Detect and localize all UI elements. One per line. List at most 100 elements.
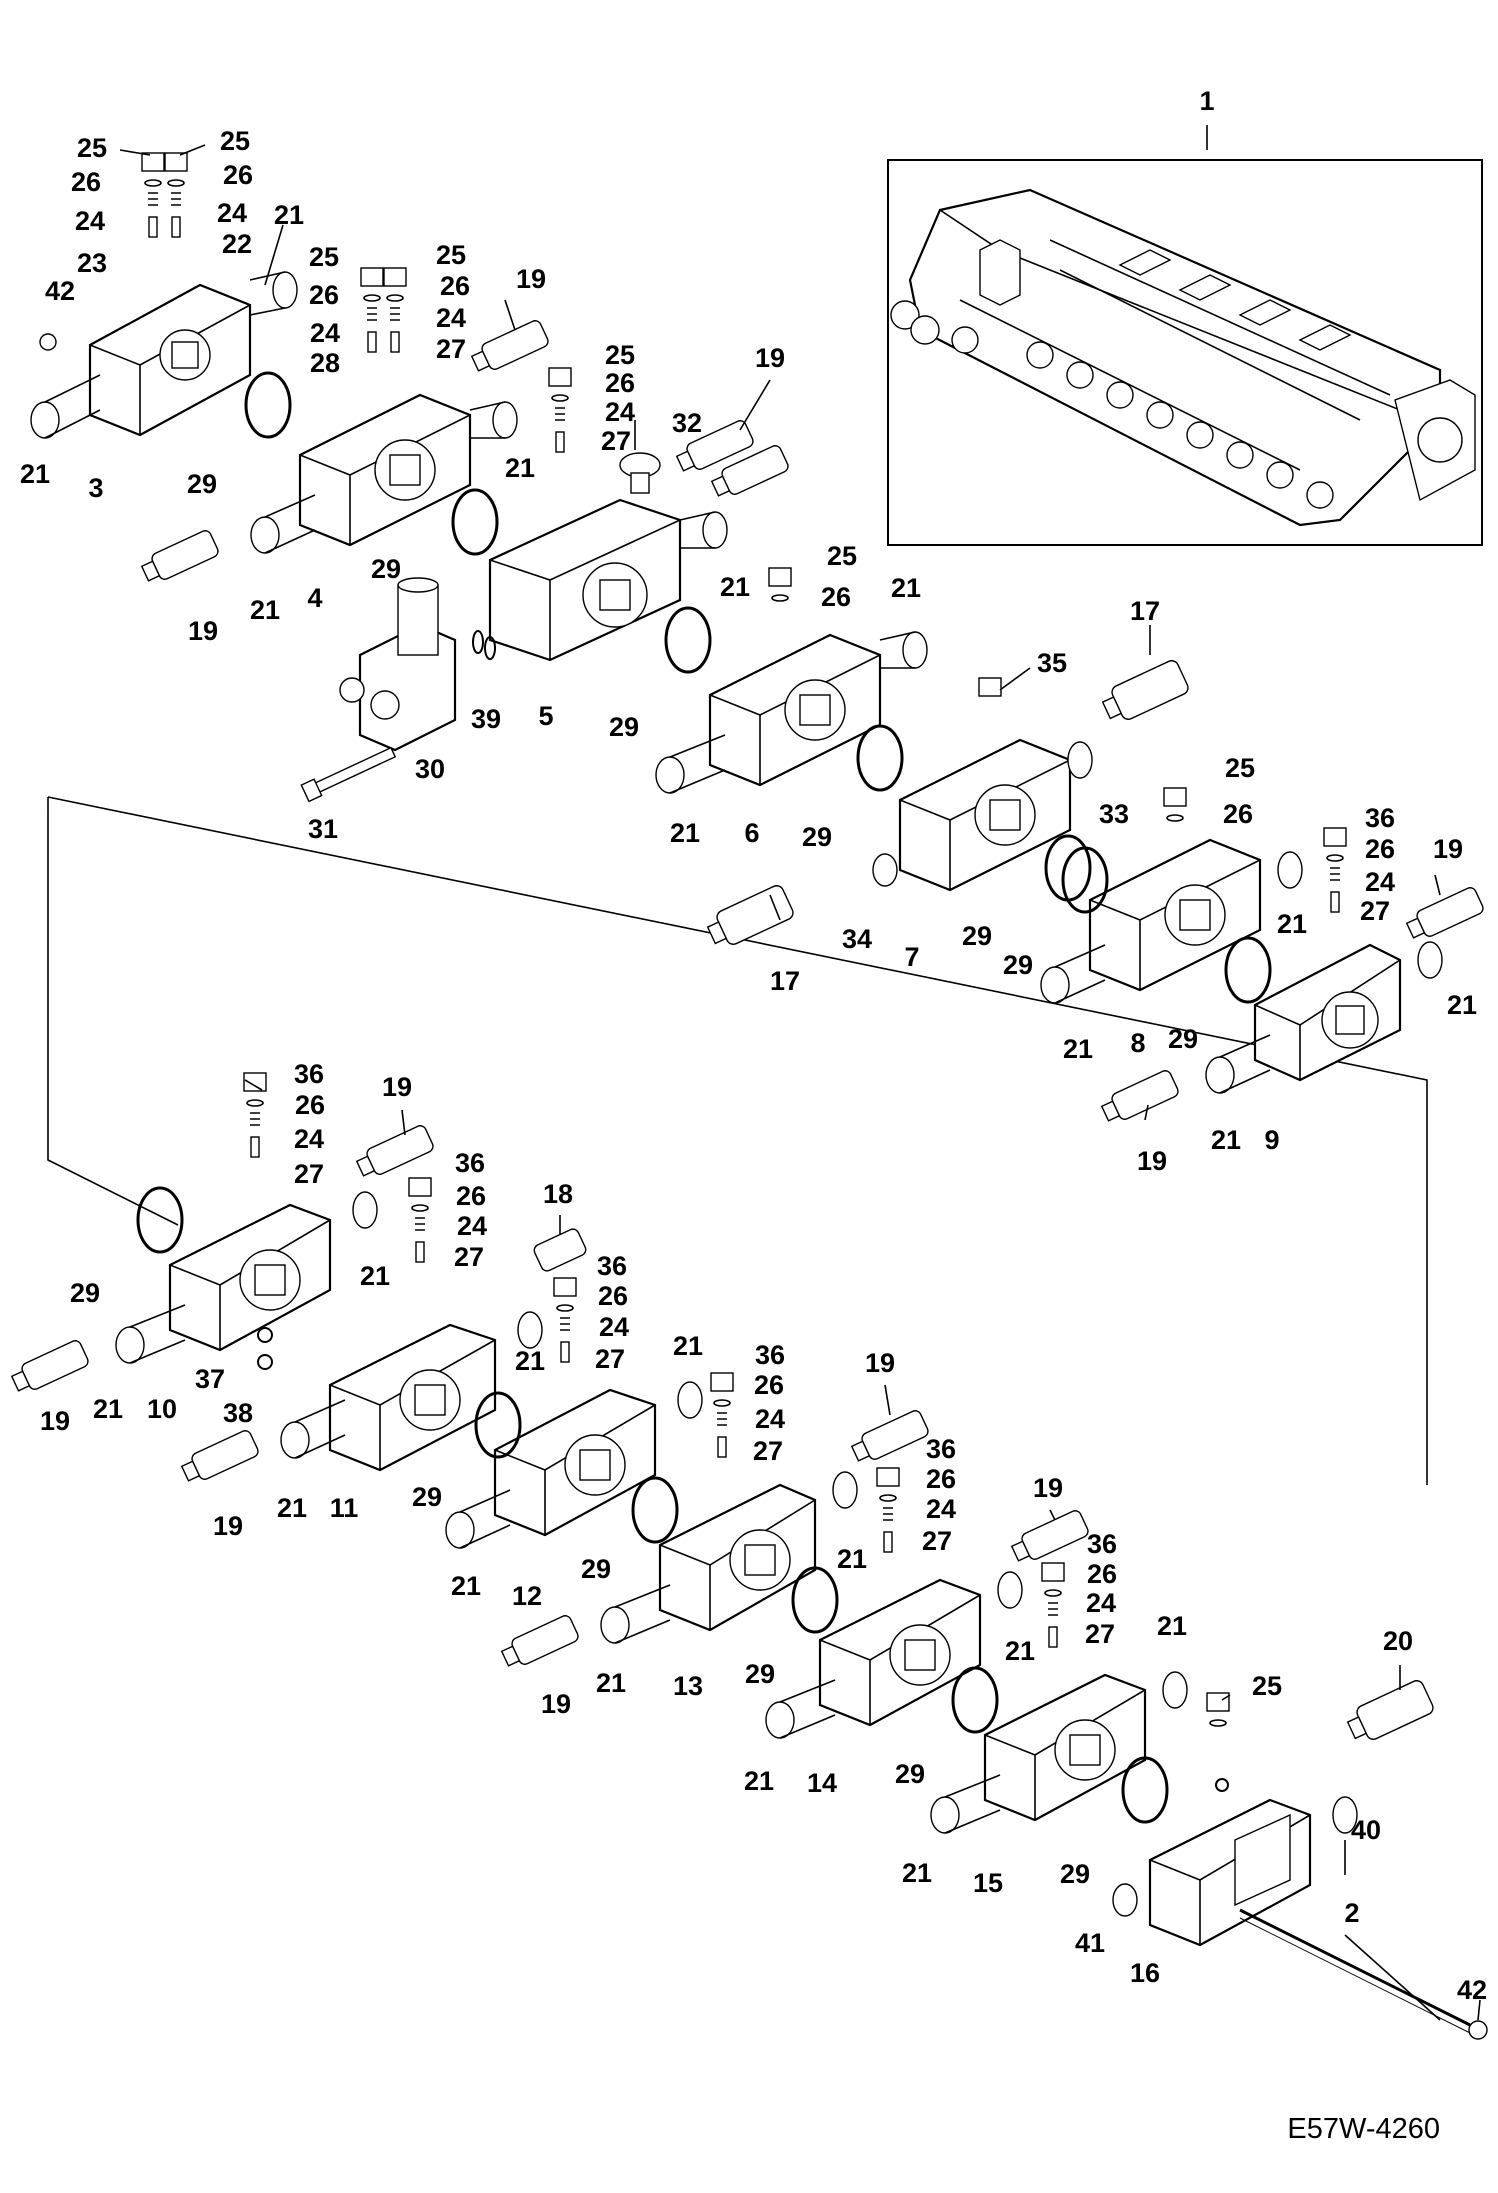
leader-lines [119,144,1481,2021]
valve-section-6 [655,631,928,794]
callout-41: 41 [1075,1928,1105,1958]
callout-19h: 19 [865,1348,895,1378]
callout-27f: 27 [595,1344,625,1374]
callout-29g: 29 [1168,1024,1198,1054]
valve-section-5 [488,498,728,662]
callout-24a: 24 [75,206,105,236]
callout-29a: 29 [187,469,217,499]
callout-19g: 19 [213,1511,243,1541]
callout-21p: 21 [277,1493,307,1523]
valve-section-13 [600,1471,858,1644]
assembly-inset [887,125,1483,546]
callout-21k: 21 [1211,1125,1241,1155]
callout-26f: 26 [821,582,851,612]
callout-24c: 24 [310,318,340,348]
callout-32: 32 [672,408,702,438]
callout-24d: 24 [436,303,466,333]
callout-17b: 17 [770,966,800,996]
callout-19c: 19 [188,616,218,646]
callout-4: 4 [307,583,322,613]
drawing-reference: E57W-4260 [1287,2113,1440,2145]
callout-26g: 26 [1223,799,1253,829]
callout-21w: 21 [902,1858,932,1888]
callout-24l: 24 [1086,1588,1116,1618]
callout-40: 40 [1351,1815,1381,1845]
callout-35: 35 [1037,648,1067,678]
callout-21q: 21 [451,1571,481,1601]
callout-10: 10 [147,1394,177,1424]
callout-21r: 21 [837,1544,867,1574]
callout-26i: 26 [295,1090,325,1120]
valve-section-10 [115,1191,378,1364]
callout-38: 38 [223,1398,253,1428]
callout-17a: 17 [1130,596,1160,626]
callout-27g: 27 [753,1436,783,1466]
callout-21a: 21 [274,200,304,230]
callout-26h: 26 [1365,834,1395,864]
callout-24b: 24 [217,198,247,228]
callout-21c: 21 [505,453,535,483]
callout-20: 20 [1383,1626,1413,1656]
valve-section-7 [872,738,1093,892]
callout-12: 12 [512,1581,542,1611]
valve-section-15 [930,1671,1188,1834]
callout-27c: 27 [1360,896,1390,926]
callout-19a: 19 [516,264,546,294]
callout-21o: 21 [673,1331,703,1361]
callout-26k: 26 [598,1281,628,1311]
callout-24i: 24 [599,1312,629,1342]
callout-29i: 29 [412,1482,442,1512]
callout-26m: 26 [926,1464,956,1494]
o-rings [136,371,1272,1824]
callout-24g: 24 [294,1124,324,1154]
callout-42a: 42 [45,276,75,306]
callout-8: 8 [1130,1028,1145,1058]
callout-25d: 25 [436,240,466,270]
callout-25f: 25 [827,541,857,571]
callout-36a: 36 [1365,803,1395,833]
callout-19j: 19 [1033,1473,1063,1503]
callout-29b: 29 [371,554,401,584]
callout-36d: 36 [597,1251,627,1281]
callout-7: 7 [904,942,919,972]
callout-21f: 21 [891,573,921,603]
cartridges [10,320,1484,1740]
callout-36b: 36 [294,1059,324,1089]
callout-26j: 26 [456,1181,486,1211]
callout-25b: 25 [220,126,250,156]
callout-19d: 19 [1433,834,1463,864]
callout-26a: 26 [71,167,101,197]
callout-26c: 26 [309,280,339,310]
valve-section-11 [280,1311,543,1472]
callout-21s: 21 [596,1668,626,1698]
valve-part-30 [339,577,457,752]
callout-19f: 19 [382,1072,412,1102]
callout-25c: 25 [309,242,339,272]
valve-section-8 [1040,838,1303,1004]
callout-9: 9 [1264,1125,1279,1155]
callout-21e: 21 [720,572,750,602]
misc-parts [300,452,1229,1792]
callout-24h: 24 [457,1211,487,1241]
callout-21b: 21 [20,459,50,489]
callout-21l: 21 [360,1261,390,1291]
callout-19e: 19 [1137,1146,1167,1176]
callout-21t: 21 [1005,1636,1035,1666]
callout-28: 28 [310,348,340,378]
callout-30: 30 [415,754,445,784]
callout-22b: 22 [222,229,252,259]
callout-29m: 29 [1060,1859,1090,1889]
callout-33: 33 [1099,799,1129,829]
callout-27e: 27 [454,1242,484,1272]
callout-29f: 29 [1003,950,1033,980]
callout-34: 34 [842,924,872,954]
callout-26e: 26 [605,368,635,398]
callout-18: 18 [543,1179,573,1209]
callout-19k: 19 [40,1406,70,1436]
callout-6: 6 [744,818,759,848]
callout-42b: 42 [1457,1975,1487,2005]
callout-29c: 29 [609,712,639,742]
callout-14: 14 [807,1768,837,1798]
plug-stacks [141,152,1347,1727]
valve-section-14 [765,1571,1023,1739]
